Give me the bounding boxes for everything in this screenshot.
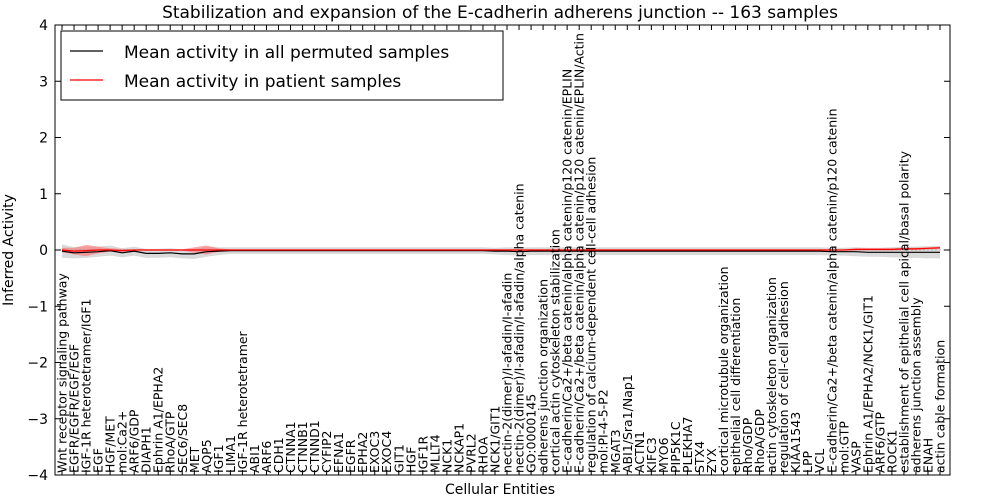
x-tick-label: EPHA2	[355, 432, 370, 473]
x-tick-label: VASP	[848, 441, 863, 473]
x-tick-label: CDH1	[271, 437, 286, 473]
x-tick-label: ARF6/GDP	[127, 409, 142, 473]
x-tick-label: MET	[187, 446, 202, 473]
x-tick-label: IGF1	[211, 444, 226, 473]
x-tick-label: mol:Ca2+	[115, 411, 130, 473]
x-tick-label: E-cadherin/Ca2+/beta catenin/alpha caten…	[572, 33, 587, 473]
x-tick-label: regulation of cell-cell adhesion	[776, 281, 791, 473]
x-tick-label: GIT1	[391, 444, 406, 473]
y-tick-label: −2	[27, 356, 48, 372]
x-tick-label: GO:0000145	[524, 394, 539, 473]
x-tick-label: RhoA/GDP	[752, 409, 767, 473]
x-tick-label: ZYX	[704, 448, 719, 473]
x-tick-label: CTNNA1	[283, 421, 298, 473]
x-tick-label: Ephrin A1/EPHA2/NCK1/GIT1	[860, 295, 875, 473]
x-tick-label: nectin-2(dimer)/I-afadin/I-afadin	[500, 273, 515, 473]
x-tick-label: ABI1	[247, 444, 262, 473]
x-tick-label: nectin-2(dimer)/I-afadin/I-afadin/alpha …	[512, 183, 527, 473]
x-tick-label: ACTN1	[632, 431, 647, 473]
x-tick-label: Wnt receptor signaling pathway	[55, 273, 70, 473]
legend-label-permuted: Mean activity in all permuted samples	[124, 43, 449, 63]
x-tick-label: MYO6	[656, 437, 671, 473]
x-tick-label: mol:GTP	[836, 421, 851, 473]
x-tick-label: actin cytoskeleton organization	[764, 277, 779, 473]
x-tick-label: adherens junction organization	[536, 279, 551, 473]
line-patient	[61, 247, 941, 252]
x-tick-label: regulation of calcium-dependent cell-cel…	[584, 157, 599, 473]
x-tick-label: epithelial cell differentiation	[728, 298, 743, 473]
x-tick-label: actin cable formation	[933, 340, 948, 473]
x-tick-label: HGF/MET	[103, 416, 118, 473]
x-tick-label: LPP	[800, 450, 815, 473]
x-tick-label: NCK1	[439, 439, 454, 473]
x-tick-label: IGF-1R heterotetramer	[235, 330, 250, 473]
x-tick-label: SEC6/SEC8	[175, 404, 190, 473]
x-tick-label: CYFIP2	[319, 430, 334, 473]
x-tick-label: EFNA1	[331, 432, 346, 473]
y-tick-label: 4	[39, 18, 48, 34]
x-tick-label: RHOA	[476, 436, 491, 473]
x-tick-label: EGFR/EGFR/EGF/EGF	[67, 344, 82, 473]
x-tick-label: EXOC3	[367, 431, 382, 473]
x-tick-label: EGF	[91, 448, 106, 473]
series-lines	[61, 247, 941, 255]
x-tick-label: establishment of epithelial cell apical/…	[896, 150, 911, 473]
x-tick-label: CTNNB1	[295, 421, 310, 473]
y-tick-label: −1	[27, 299, 48, 315]
y-tick-label: −3	[27, 412, 48, 428]
y-tick-label: 3	[39, 74, 48, 90]
legend-box	[60, 30, 504, 101]
x-tick-label: adherens junction assembly	[908, 297, 923, 473]
y-tick-label: 0	[39, 243, 48, 259]
y-axis: 4 3 2 1 0 −1 −2 −3 −4	[27, 18, 950, 484]
x-tick-label: Rho/GDP	[740, 417, 755, 473]
x-tick-label: PLEKHA7	[680, 416, 695, 473]
x-axis-label: Cellular Entities	[445, 482, 555, 498]
x-tick-label: ARF6	[259, 441, 274, 473]
x-tick-label: MGAT3	[608, 429, 623, 473]
x-tick-label: cortical microtubule organization	[716, 266, 731, 473]
x-tick-label: ABI1/Sra1/Nap1	[620, 374, 635, 473]
legend: Mean activity in all permuted samples Me…	[60, 30, 504, 101]
x-tick-label: NCK1/GIT1	[488, 406, 503, 473]
x-tick-label: PVRL2	[463, 433, 478, 473]
x-tick-label: AQP5	[199, 439, 214, 473]
x-tick-label: ENAH	[921, 438, 936, 473]
x-tick-label: EXOC4	[379, 431, 394, 473]
x-tick-label: PIP5K1C	[668, 421, 683, 473]
x-tick-label: ROCK1	[884, 430, 899, 473]
x-tick-label: EGFR	[343, 439, 358, 473]
chart-title: Stabilization and expansion of the E-cad…	[162, 3, 838, 23]
x-tick-label: E-cadherin/Ca2+/beta catenin/alpha caten…	[560, 69, 575, 473]
x-tick-labels: Wnt receptor signaling pathwayEGFR/EGFR/…	[55, 25, 948, 475]
y-axis-label: Inferred Activity	[1, 194, 17, 306]
y-tick-label: −4	[27, 468, 48, 484]
x-tick-label: MLLT4	[427, 434, 442, 473]
x-tick-label: STX4	[692, 441, 707, 473]
x-tick-label: HGF	[403, 447, 418, 473]
x-tick-label: IGF-1R heterotetramer/IGF1	[79, 299, 94, 473]
legend-label-patient: Mean activity in patient samples	[124, 72, 401, 92]
y-tick-label: 2	[39, 131, 48, 147]
x-tick-label: NCKAP1	[451, 423, 466, 473]
x-tick-label: LIMA1	[223, 435, 238, 473]
x-tick-label: mol:PI-4-5-P2	[596, 389, 611, 473]
x-tick-label: KIAA1543	[788, 412, 803, 473]
x-tick-label: KIFC3	[644, 437, 659, 473]
x-tick-label: RhoA/GTP	[163, 411, 178, 473]
x-tick-label: cortical actin cytoskeleton stabilizatio…	[548, 229, 563, 473]
x-tick-label: ARF6/GTP	[872, 412, 887, 473]
x-tick-label: VCL	[812, 449, 827, 473]
x-tick-label: IGF1R	[415, 435, 430, 473]
x-tick-label: DIAPH1	[139, 426, 154, 473]
x-tick-label: Ephrin A1/EPHA2	[151, 367, 166, 473]
line-permuted	[61, 249, 940, 255]
x-tick-label: E-cadherin/Ca2+/beta catenin/alpha caten…	[824, 108, 839, 473]
x-tick-label: CTNND1	[307, 420, 322, 473]
y-tick-label: 1	[39, 187, 48, 203]
